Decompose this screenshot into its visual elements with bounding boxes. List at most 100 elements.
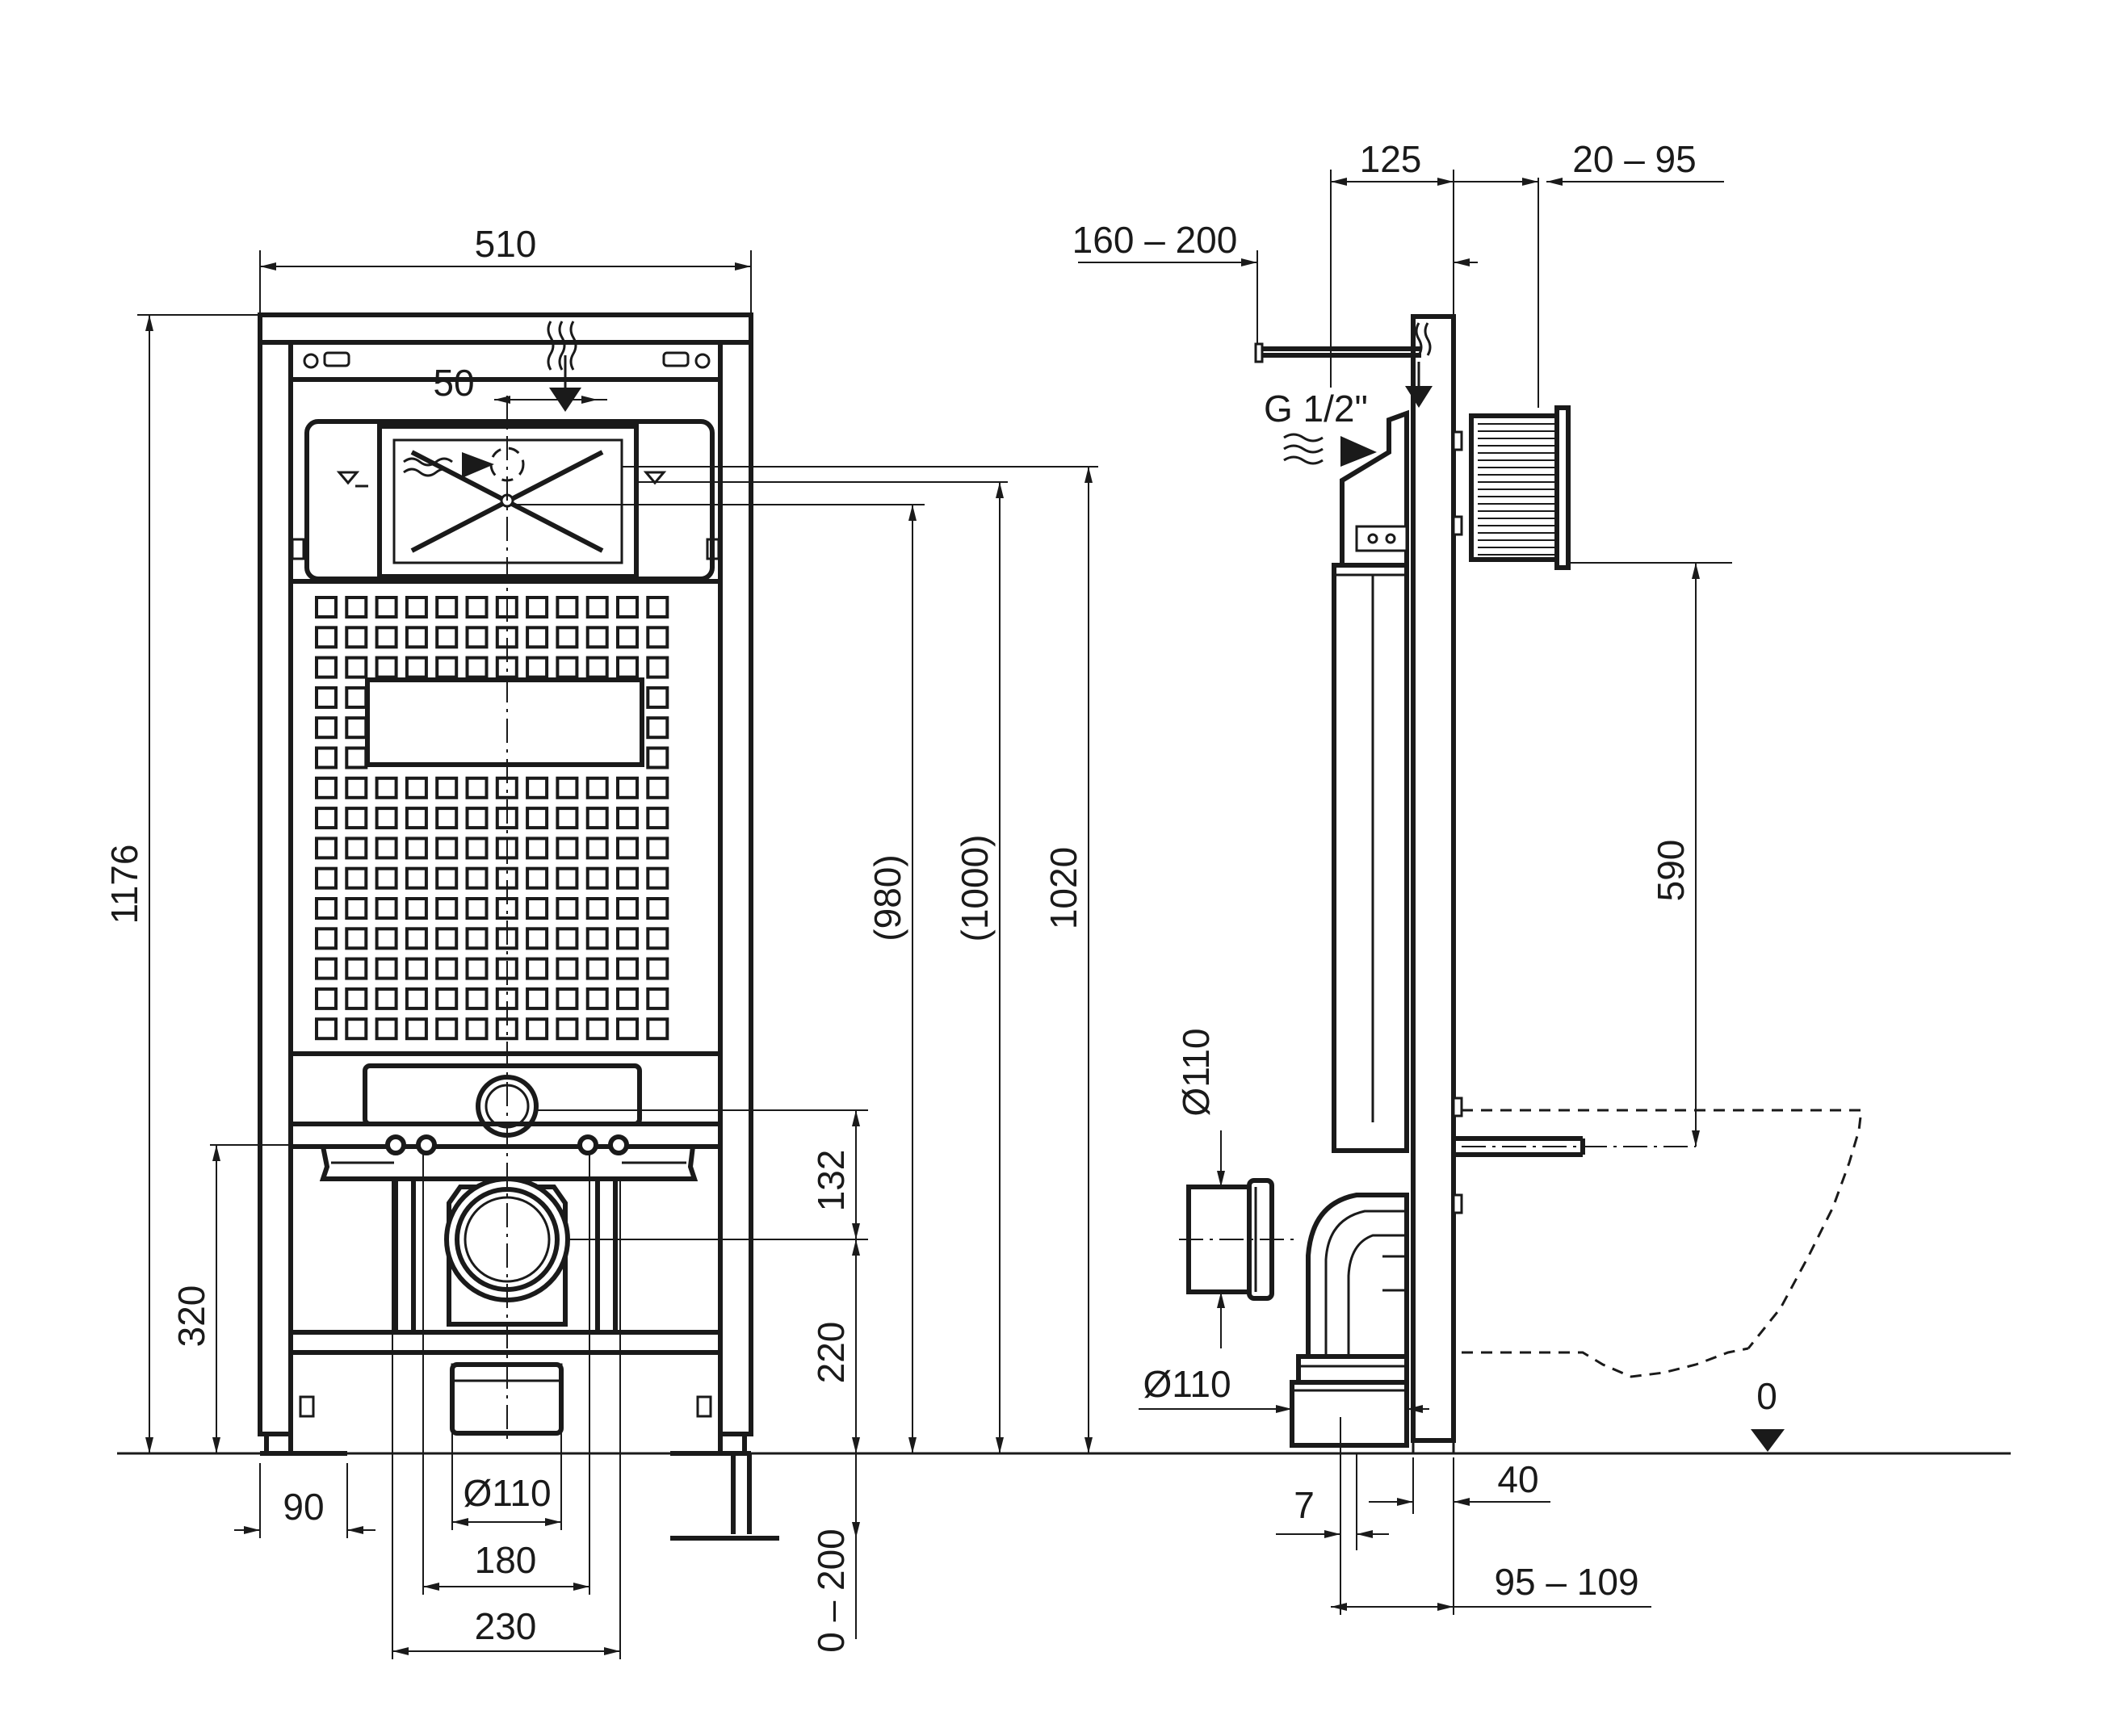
grid-square (405, 987, 428, 1010)
grid-square (405, 1017, 428, 1041)
dim-adjust-0-200: 0 – 200 (810, 1528, 852, 1652)
dim-width-510: 510 (475, 223, 537, 265)
grid-square (345, 596, 368, 619)
grid-square (375, 897, 398, 920)
frame-left-post (258, 340, 293, 1436)
front-dimensions: 510 1176 50 (980) (1000) 1020 320 132 (103, 223, 1098, 1659)
grid-square (465, 1017, 489, 1041)
grid-square (435, 837, 459, 860)
dim-range-95-109: 95 – 109 (1494, 1561, 1638, 1603)
dim-height-1000: (1000) (954, 835, 996, 942)
dim-height-1020: 1020 (1043, 847, 1084, 929)
floor-zero-label: 0 (1756, 1375, 1777, 1417)
grid-square (526, 837, 549, 860)
grid-square (435, 807, 459, 830)
grid-square (435, 987, 459, 1010)
grid-square (585, 807, 609, 830)
grid-square (315, 837, 338, 860)
dim-width-180: 180 (475, 1539, 537, 1581)
grid-square (646, 807, 669, 830)
insulation-grid (315, 596, 669, 1041)
grid-square (526, 987, 549, 1010)
dim-height-590: 590 (1650, 840, 1692, 902)
grid-square (556, 987, 579, 1010)
grid-square (345, 716, 368, 740)
grid-square (345, 686, 368, 709)
grid-square (435, 656, 459, 679)
grid-square (315, 866, 338, 890)
grid-square (375, 957, 398, 980)
frame-right-post (718, 340, 753, 1436)
grid-square (345, 927, 368, 950)
grid-square (646, 656, 669, 679)
grid-square (646, 776, 669, 799)
side-frame-post (1411, 314, 1456, 1443)
grid-square (585, 1017, 609, 1041)
grid-square (315, 596, 338, 619)
grid-square (435, 596, 459, 619)
grid-square (435, 1017, 459, 1041)
grid-square (616, 837, 639, 860)
grid-square (646, 866, 669, 890)
grid-square (375, 656, 398, 679)
grid-square (315, 927, 338, 950)
grid-square (526, 866, 549, 890)
grid-square (315, 626, 338, 649)
grid-square (616, 626, 639, 649)
grid-square (315, 1017, 338, 1041)
dim-height-980: (980) (866, 854, 908, 941)
dim-height-1176: 1176 (103, 845, 145, 925)
grid-square (345, 656, 368, 679)
grid-square (526, 927, 549, 950)
grid-square (345, 746, 368, 769)
grid-square (405, 957, 428, 980)
grid-square (315, 987, 338, 1010)
grid-square (315, 897, 338, 920)
grid-square (375, 1017, 398, 1041)
grid-square (345, 1017, 368, 1041)
grid-square (585, 776, 609, 799)
grid-square (435, 866, 459, 890)
grid-square (435, 626, 459, 649)
grid-square (435, 776, 459, 799)
grid-square (556, 1017, 579, 1041)
grid-square (616, 957, 639, 980)
floor-zero-marker (1751, 1429, 1785, 1452)
grid-square (405, 596, 428, 619)
dim-40: 40 (1497, 1458, 1538, 1500)
grid-square (616, 927, 639, 950)
grid-square (375, 927, 398, 950)
grid-square (315, 716, 338, 740)
dim-inlet-50: 50 (433, 362, 474, 404)
grid-square (646, 1017, 669, 1041)
grid-square (465, 897, 489, 920)
grid-square (616, 987, 639, 1010)
grid-square (646, 626, 669, 649)
grid-square (435, 897, 459, 920)
top-mounts (303, 351, 711, 369)
grid-square (315, 746, 338, 769)
grid-square (556, 596, 579, 619)
grid-square (646, 837, 669, 860)
grid-square (315, 656, 338, 679)
grid-square (405, 776, 428, 799)
grid-square (585, 866, 609, 890)
drain-elbow (1306, 1193, 1409, 1359)
grid-square (465, 927, 489, 950)
grid-square (465, 807, 489, 830)
grid-square (345, 866, 368, 890)
dim-pipe-110-vertical: Ø110 (1175, 1028, 1217, 1116)
grid-square (375, 807, 398, 830)
side-view (1179, 314, 1863, 1455)
grid-square (315, 807, 338, 830)
grid-square (465, 837, 489, 860)
grid-square (526, 656, 549, 679)
frame-top-bar (258, 312, 753, 345)
front-view (258, 312, 779, 1541)
grid-square (345, 776, 368, 799)
thread-label: G 1/2" (1264, 388, 1368, 430)
grid-square (405, 837, 428, 860)
grid-square (646, 746, 669, 769)
grid-square (345, 987, 368, 1010)
grid-square (526, 776, 549, 799)
